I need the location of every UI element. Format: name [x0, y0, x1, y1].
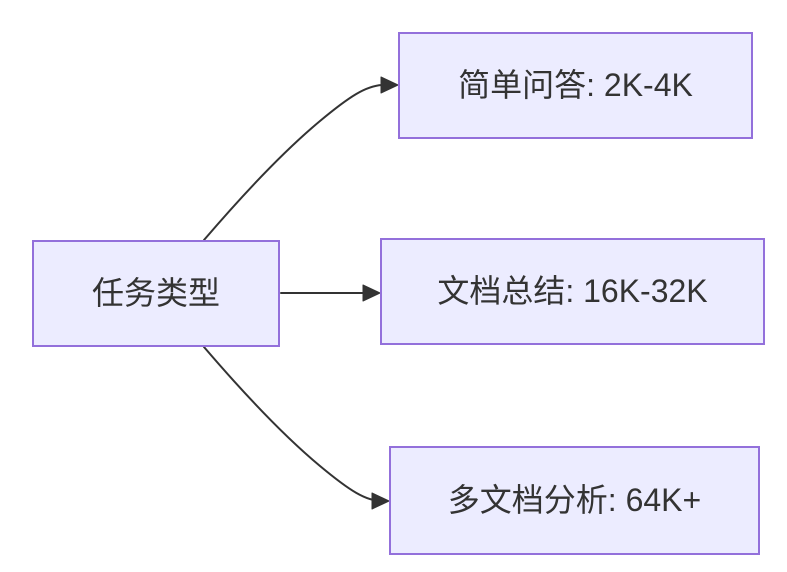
node-task-type: 任务类型 [32, 240, 280, 347]
arrowhead-branch3-icon [371, 492, 390, 510]
node-doc-summary-label: 文档总结: 16K-32K [437, 273, 708, 310]
node-task-type-label: 任务类型 [91, 275, 220, 312]
node-doc-summary: 文档总结: 16K-32K [380, 238, 765, 345]
arrowhead-branch2-icon [362, 284, 381, 302]
node-simple-qa: 简单问答: 2K-4K [398, 32, 753, 139]
edge-root-to-branch1 [203, 84, 383, 241]
node-multi-doc-analysis: 多文档分析: 64K+ [389, 446, 760, 555]
edge-root-to-branch3 [203, 346, 383, 502]
arrowhead-branch1-icon [380, 76, 399, 94]
node-multi-doc-analysis-label: 多文档分析: 64K+ [447, 482, 702, 519]
node-simple-qa-label: 简单问答: 2K-4K [458, 67, 693, 104]
